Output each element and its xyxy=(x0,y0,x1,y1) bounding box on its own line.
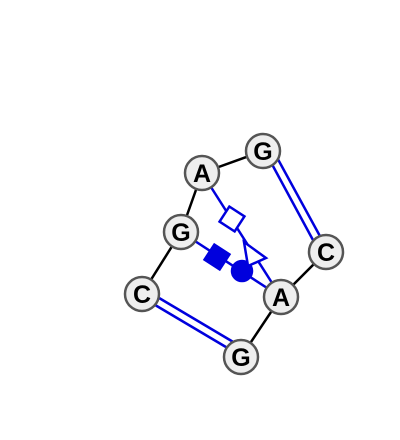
pair-A2-G1-open-triangle xyxy=(242,239,269,268)
pair-C1-G3-line1 xyxy=(144,297,237,355)
nucleotide-C1: C xyxy=(123,275,161,313)
pair-G1-A2-filled-square xyxy=(202,242,232,272)
nucleotide-G3: G xyxy=(222,338,260,376)
nucleotide-nodes: A G C A G C G xyxy=(123,132,345,376)
nucleotide-label: A xyxy=(193,160,211,188)
pair-G2-C2-line1 xyxy=(265,154,322,254)
pair-A1-A2-line xyxy=(200,172,283,298)
nucleotide-G2: G xyxy=(244,132,282,170)
pair-G1-A2-line xyxy=(180,230,282,299)
nucleotide-A1: A xyxy=(183,154,221,192)
nucleotide-label: C xyxy=(317,239,335,267)
nucleotide-label: G xyxy=(231,344,250,372)
pair-A1-A2-open-square xyxy=(217,204,247,234)
nucleotide-G1: G xyxy=(162,213,200,251)
nucleotide-label: A xyxy=(272,284,290,312)
nucleotide-label: G xyxy=(253,138,272,166)
pair-C1-G3-line2 xyxy=(148,290,241,348)
pair-G2-C2-line2 xyxy=(272,151,329,250)
backbone-lines xyxy=(140,149,327,358)
nucleotide-A2: A xyxy=(262,278,300,316)
nucleotide-label: G xyxy=(171,219,190,247)
nucleotide-C2: C xyxy=(307,233,345,271)
nucleotide-label: C xyxy=(133,281,151,309)
base-pair-lines xyxy=(144,151,329,355)
